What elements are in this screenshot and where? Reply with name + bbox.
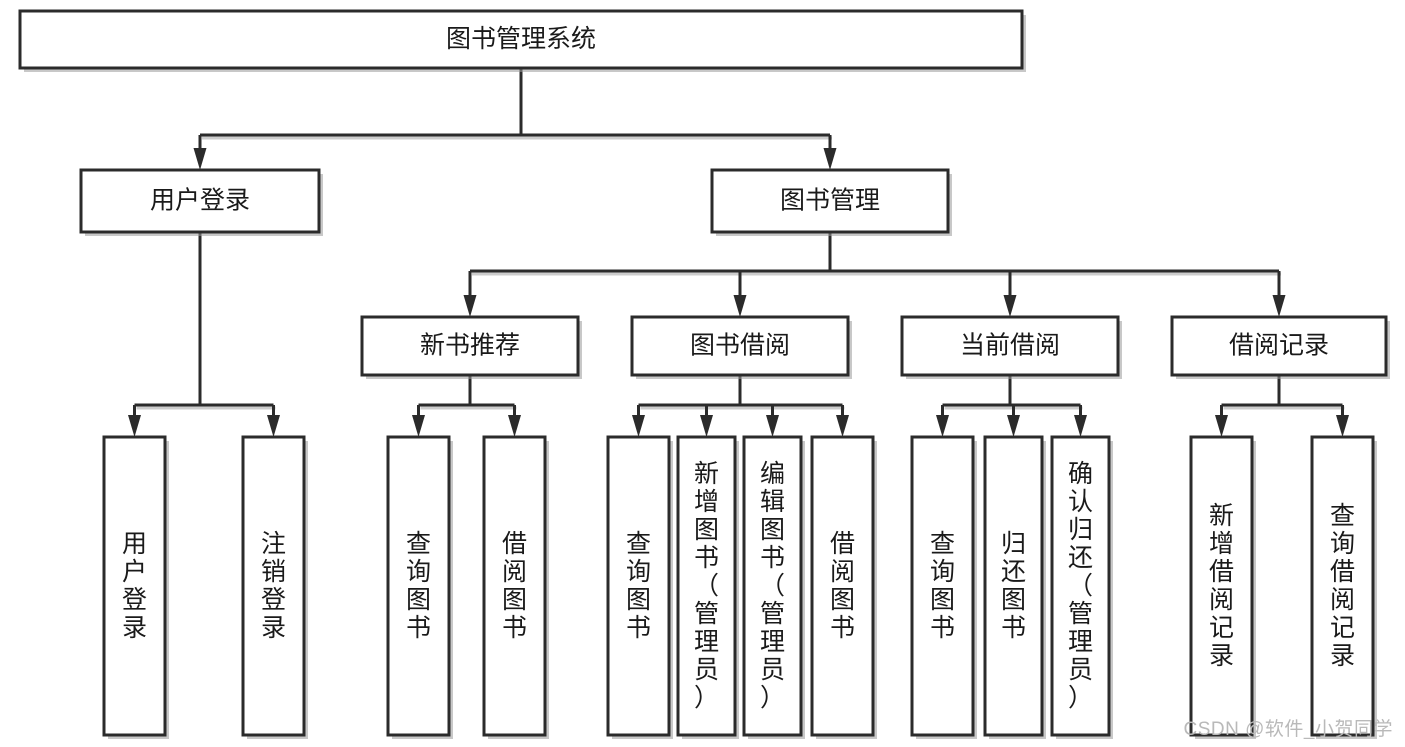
node-leaf-logout[interactable]: 注销登录	[241, 435, 308, 739]
node-box[interactable]	[900, 315, 1120, 377]
connector-arrow-icon	[412, 415, 425, 437]
node-leaf-return-book[interactable]: 归还图书	[983, 435, 1046, 739]
node-login[interactable]: 用户登录	[79, 168, 323, 236]
node-box[interactable]	[630, 315, 850, 377]
connector-arrow-icon	[733, 295, 747, 317]
node-box[interactable]	[1189, 435, 1254, 737]
connector-arrow-icon	[508, 415, 521, 437]
connector-arrow-icon	[1003, 295, 1017, 317]
node-box[interactable]	[676, 435, 737, 737]
node-label: 借阅图书	[830, 530, 855, 642]
node-newbook[interactable]: 新书推荐	[360, 315, 582, 379]
node-leaf-query-book-current[interactable]: 查询图书	[910, 435, 977, 739]
node-label: 用户登录	[122, 530, 147, 642]
node-leaf-add-book[interactable]: 新增图书（管理员）	[676, 435, 739, 739]
node-box[interactable]	[910, 435, 975, 737]
node-label: 编辑图书（管理员）	[760, 460, 785, 712]
node-label: 注销登录	[261, 530, 286, 642]
node-leaf-confirm-return[interactable]: 确认归还（管理员）	[1050, 435, 1113, 739]
node-box[interactable]	[742, 435, 803, 737]
node-box[interactable]	[1050, 435, 1111, 737]
node-leaf-edit-book[interactable]: 编辑图书（管理员）	[742, 435, 805, 739]
node-box[interactable]	[102, 435, 167, 737]
node-label: 新增借阅记录	[1209, 502, 1234, 670]
node-label: 用户登录	[150, 187, 250, 215]
node-box[interactable]	[983, 435, 1044, 737]
node-label: 图书借阅	[690, 332, 790, 360]
connector-arrow-icon	[766, 415, 779, 437]
node-box[interactable]	[482, 435, 547, 737]
node-label: 查询图书	[626, 530, 651, 642]
connector-arrow-icon	[267, 415, 280, 437]
node-label: 确认归还（管理员）	[1068, 460, 1093, 712]
node-records[interactable]: 借阅记录	[1170, 315, 1390, 379]
node-label: 归还图书	[1001, 530, 1026, 642]
connector-arrow-icon	[1074, 415, 1087, 437]
node-label: 图书管理	[780, 187, 880, 215]
connector-arrow-icon	[632, 415, 645, 437]
node-root[interactable]: 图书管理系统	[18, 9, 1026, 72]
node-box[interactable]	[360, 315, 580, 377]
watermark-text: CSDN @软件_小贺同学	[1183, 719, 1393, 740]
node-label: 查询图书	[406, 530, 431, 642]
node-label: 新书推荐	[420, 332, 520, 360]
node-label: 查询图书	[930, 530, 955, 642]
node-leaf-borrow-book-new[interactable]: 借阅图书	[482, 435, 549, 739]
node-box[interactable]	[386, 435, 451, 737]
node-leaf-user-login[interactable]: 用户登录	[102, 435, 169, 739]
connector-arrow-icon	[1215, 415, 1228, 437]
node-label: 新增图书（管理员）	[694, 460, 719, 712]
node-leaf-borrow-book[interactable]: 借阅图书	[810, 435, 877, 739]
node-label: 查询借阅记录	[1330, 502, 1355, 670]
node-leaf-query-book-new[interactable]: 查询图书	[386, 435, 453, 739]
node-box[interactable]	[1170, 315, 1388, 377]
node-box[interactable]	[810, 435, 875, 737]
connector-arrow-icon	[463, 295, 477, 317]
connector-arrow-icon	[1007, 415, 1020, 437]
connector-arrow-icon	[128, 415, 141, 437]
node-leaf-add-record[interactable]: 新增借阅记录	[1189, 435, 1256, 739]
node-box[interactable]	[241, 435, 306, 737]
node-current[interactable]: 当前借阅	[900, 315, 1122, 379]
node-label: 借阅图书	[502, 530, 527, 642]
node-box[interactable]	[1310, 435, 1375, 737]
connector-arrow-icon	[700, 415, 713, 437]
node-box[interactable]	[606, 435, 671, 737]
connector-arrow-icon	[836, 415, 849, 437]
node-box[interactable]	[18, 9, 1024, 70]
node-box[interactable]	[710, 168, 950, 234]
node-label: 图书管理系统	[446, 25, 596, 53]
node-label: 借阅记录	[1229, 332, 1329, 360]
node-box[interactable]	[79, 168, 321, 234]
connector-arrow-icon	[1336, 415, 1349, 437]
connector-arrow-icon	[1272, 295, 1286, 317]
connector-arrow-icon	[823, 148, 837, 170]
node-bookmgmt[interactable]: 图书管理	[710, 168, 952, 236]
node-leaf-query-record[interactable]: 查询借阅记录	[1310, 435, 1377, 739]
connector-arrow-icon	[193, 148, 207, 170]
node-label: 当前借阅	[960, 332, 1060, 360]
connector-arrow-icon	[936, 415, 949, 437]
node-borrow[interactable]: 图书借阅	[630, 315, 852, 379]
node-leaf-query-book-borrow[interactable]: 查询图书	[606, 435, 673, 739]
